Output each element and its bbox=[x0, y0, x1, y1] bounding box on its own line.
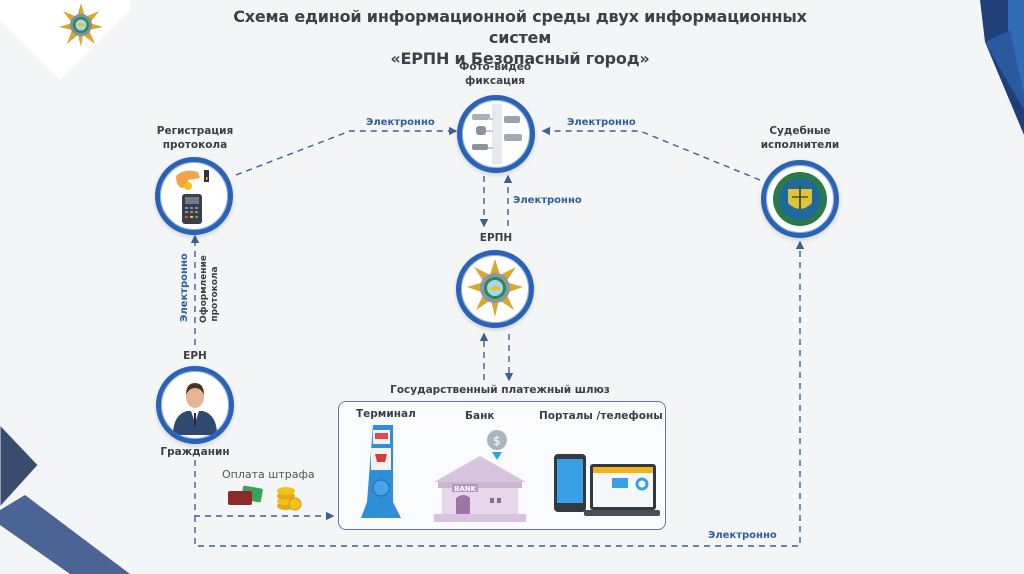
title-line-1: Схема единой информационной среды двух и… bbox=[233, 7, 807, 47]
registration-label: Регистрация протокола bbox=[145, 124, 245, 152]
corner-decoration-top-left bbox=[0, 0, 130, 80]
bailiffs-node[interactable] bbox=[761, 160, 839, 238]
money-coins-icon bbox=[228, 485, 302, 511]
diagram-title: Схема единой информационной среды двух и… bbox=[200, 6, 840, 69]
protocol-formation-line2: протокола bbox=[210, 266, 220, 322]
citizen-label: Гражданин bbox=[160, 446, 230, 458]
bailiffs-label-line1: Судебные bbox=[769, 125, 831, 137]
protocol-formation-line1: Оформление bbox=[199, 255, 209, 323]
photo-video-node[interactable] bbox=[457, 95, 535, 173]
payment-terminal-icon bbox=[176, 170, 209, 224]
bank-sign: BANK bbox=[454, 485, 477, 493]
photo-video-label: Фото-видео фиксация bbox=[440, 60, 550, 88]
photo-video-label-line1: Фото-видео bbox=[458, 61, 532, 73]
channel-portals-label: Порталы /телефоны bbox=[539, 410, 663, 422]
line-bailiffs-to-photo bbox=[541, 126, 761, 181]
cctv-cameras-icon bbox=[472, 104, 522, 164]
line-registration-to-photo bbox=[235, 126, 458, 176]
photo-video-label-line2: фиксация bbox=[464, 75, 526, 87]
erpn-emblem-icon bbox=[467, 259, 523, 317]
gateway-title: Государственный платежный шлюз bbox=[390, 384, 610, 396]
bailiffs-label-line2: исполнители bbox=[760, 139, 840, 151]
svg-text:$: $ bbox=[493, 434, 501, 448]
registration-label-line1: Регистрация bbox=[156, 125, 234, 137]
citizen-node[interactable] bbox=[156, 366, 234, 444]
citizen-ern-label: ЕРН bbox=[183, 350, 207, 362]
phone-laptop-icon[interactable] bbox=[552, 452, 662, 522]
logo-emblem-icon bbox=[58, 2, 104, 48]
erpn-label: ЕРПН bbox=[479, 232, 513, 244]
erpn-node[interactable] bbox=[456, 250, 534, 328]
reg-to-photo-label: Электронно bbox=[366, 117, 435, 128]
bank-building-icon[interactable]: $ BANK bbox=[430, 428, 530, 524]
registration-node[interactable] bbox=[155, 157, 233, 235]
channel-terminal-label: Терминал bbox=[356, 408, 416, 420]
bailiff-emblem-icon bbox=[773, 172, 827, 226]
gateway-to-bailiffs-label: Электронно bbox=[708, 530, 777, 541]
registration-label-line2: протокола bbox=[162, 139, 228, 151]
protocol-formation-label: Оформление протокола bbox=[199, 255, 223, 325]
payment-kiosk-icon[interactable] bbox=[355, 422, 405, 526]
bailiffs-to-photo-label: Электронно bbox=[567, 117, 636, 128]
corner-decoration-bottom-left bbox=[0, 424, 130, 574]
citizen-to-reg-label: Электронно bbox=[179, 253, 191, 322]
line-citizen-to-bailiffs bbox=[194, 240, 805, 547]
citizen-avatar-icon bbox=[173, 383, 217, 435]
corner-decoration-top-right bbox=[980, 0, 1024, 135]
citizen-to-reg-electronic-label: Электронно bbox=[179, 253, 190, 322]
bailiffs-label: Судебные исполнители bbox=[750, 124, 850, 152]
channel-bank-label: Банк bbox=[465, 410, 495, 422]
photo-erpn-label: Электронно bbox=[513, 195, 582, 206]
title-line-2: «ЕРПН и Безопасный город» bbox=[390, 49, 650, 68]
fine-payment-label: Оплата штрафа bbox=[222, 468, 315, 481]
